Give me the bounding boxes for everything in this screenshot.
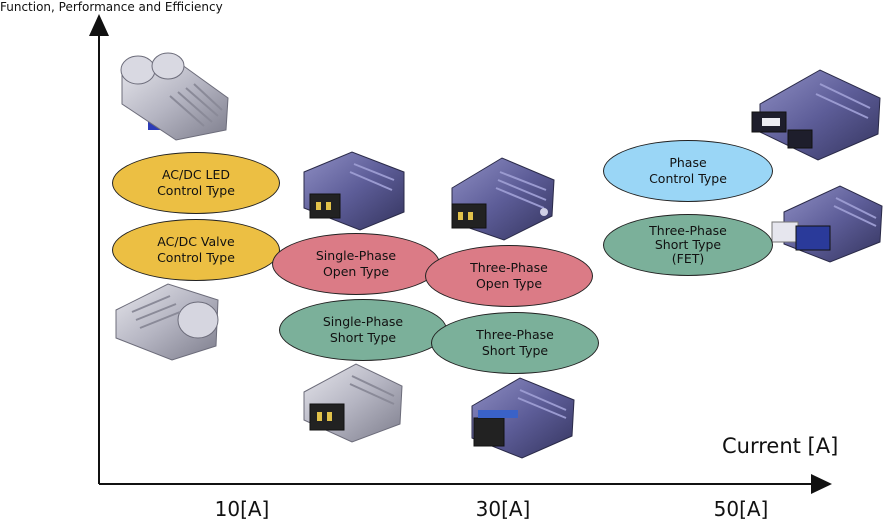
category-single-phase-short: Single-Phase Short Type <box>279 299 447 361</box>
regulator-ac-dc-led-image <box>120 52 229 141</box>
tick-30a: 30[A] <box>475 497 531 521</box>
x-axis-arrow <box>811 474 832 494</box>
regulator-three-phase-short-image <box>471 377 575 459</box>
regulator-ac-dc-valve-image <box>115 283 219 361</box>
category-phase-control: Phase Control Type <box>603 140 773 202</box>
x-axis-title: Current [A] <box>722 434 839 458</box>
category-three-phase-short-fet: Three-Phase Short Type (FET) <box>603 214 773 276</box>
category-ac-dc-led-control: AC/DC LED Control Type <box>112 152 280 214</box>
regulator-three-phase-fet-image <box>771 185 883 263</box>
regulator-phase-control-image <box>751 69 881 161</box>
regulator-single-phase-open-image <box>303 151 405 231</box>
category-three-phase-short: Three-Phase Short Type <box>431 312 599 374</box>
category-three-phase-open: Three-Phase Open Type <box>425 245 593 307</box>
regulator-single-phase-short-image <box>303 363 403 443</box>
tick-10a: 10[A] <box>214 497 270 521</box>
y-axis-arrow <box>89 14 109 36</box>
category-single-phase-open: Single-Phase Open Type <box>272 233 440 295</box>
y-axis-title: Function, Performance and Efficiency <box>0 0 223 14</box>
tick-50a: 50[A] <box>713 497 769 521</box>
regulator-three-phase-open-image <box>451 157 555 241</box>
category-ac-dc-valve-control: AC/DC Valve Control Type <box>112 219 280 281</box>
